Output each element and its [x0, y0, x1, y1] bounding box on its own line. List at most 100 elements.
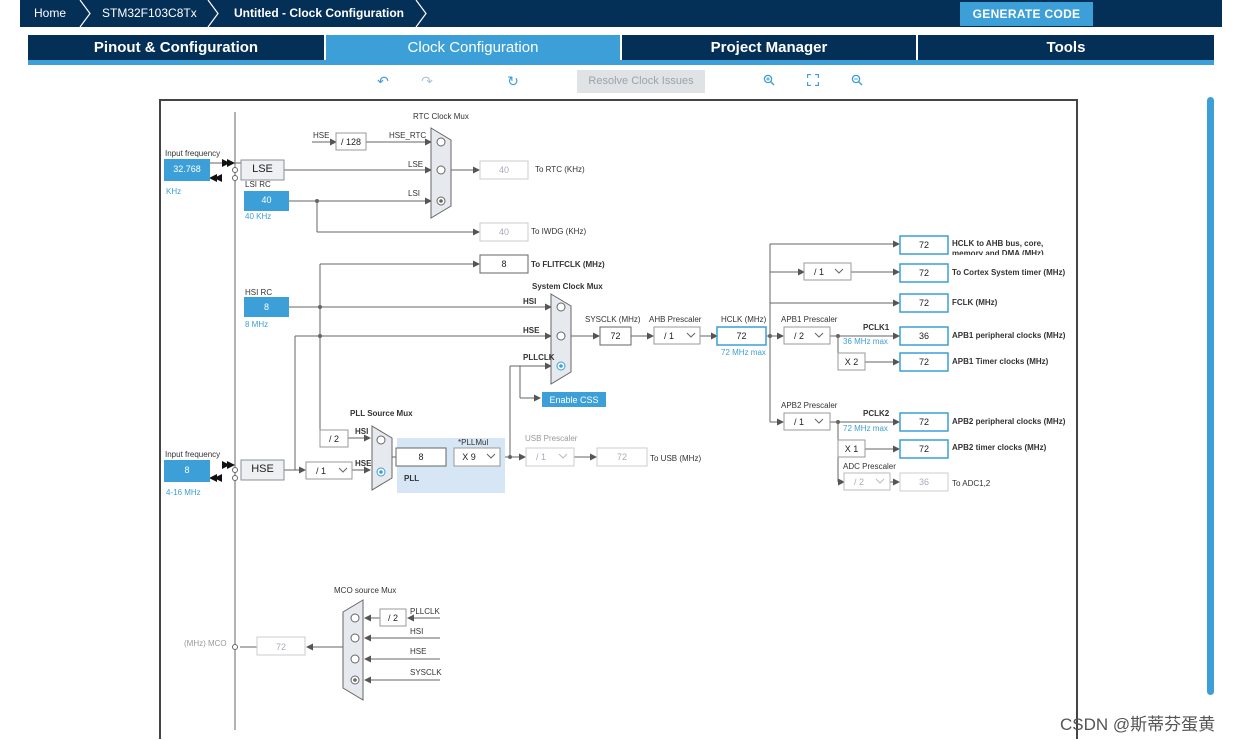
usb-output-label: To USB (MHz) — [650, 454, 702, 463]
iwdg-output: 40 — [498, 227, 509, 237]
usb-prescaler-select[interactable]: / 1 — [535, 452, 546, 462]
tab-tools[interactable]: Tools — [918, 35, 1214, 60]
hsi-value: 8 — [263, 302, 269, 312]
apb1-prescaler-select[interactable]: / 2 — [793, 331, 804, 341]
resolve-clock-issues-button[interactable]: Resolve Clock Issues — [577, 70, 705, 93]
hclk-note: 72 MHz max — [721, 348, 766, 357]
fclk-output: 72 — [918, 298, 929, 308]
adc-prescaler-select[interactable]: / 2 — [853, 477, 864, 487]
pll-source-mux-title: PLL Source Mux — [350, 409, 413, 418]
hse-title: Input frequency — [165, 450, 221, 459]
chevron-right-icon — [207, 0, 219, 27]
tab-pinout[interactable]: Pinout & Configuration — [28, 35, 324, 60]
flitf-output: 8 — [501, 259, 507, 269]
cortex-output-label: To Cortex System timer (MHz) — [952, 268, 1066, 277]
adc-prescaler-label: ADC Prescaler — [843, 462, 896, 471]
zoom-in-icon[interactable] — [760, 72, 778, 90]
mco-mux-title: MCO source Mux — [334, 586, 397, 595]
ahb-prescaler-select[interactable]: / 1 — [663, 331, 674, 341]
main-tabs: Pinout & Configuration Clock Configurati… — [28, 35, 1214, 60]
rtc-mux-title: RTC Clock Mux — [413, 112, 469, 121]
hse-unit: 4-16 MHz — [166, 488, 201, 497]
adc-output: 36 — [918, 477, 929, 487]
rtc-lsi: LSI — [408, 189, 421, 198]
adc-output-label: To ADC1,2 — [952, 479, 991, 488]
clock-tree-canvas — [159, 99, 1078, 739]
mco-output: 72 — [275, 642, 286, 652]
sysmux-hsi: HSI — [523, 297, 537, 306]
usb-output: 72 — [616, 452, 627, 462]
mco-hsi: HSI — [410, 627, 424, 636]
flitf-output-label: To FLITFCLK (MHz) — [531, 260, 605, 269]
rtc-hse-label: HSE — [313, 131, 330, 140]
sysclk-label: SYSCLK (MHz) — [585, 315, 641, 324]
apb1-periph-output: 36 — [918, 331, 929, 341]
lse-label: LSE — [252, 163, 273, 175]
vertical-scrollbar[interactable] — [1207, 97, 1214, 695]
mco-pllclk: PLLCLK — [410, 607, 440, 616]
apb2-periph-output: 72 — [918, 417, 929, 427]
pll-mul-select[interactable]: X 9 — [462, 452, 476, 462]
breadcrumb-home[interactable]: Home — [34, 6, 67, 20]
lsi-value: 40 — [261, 195, 272, 205]
breadcrumb-device[interactable]: STM32F103C8Tx — [102, 6, 197, 20]
lsi-unit: 40 KHz — [245, 212, 272, 221]
hclk-ahb-label: HCLK to AHB bus, core, memory and DMA (M… — [952, 239, 1044, 255]
mco-hse: HSE — [410, 647, 427, 656]
fit-screen-icon[interactable] — [804, 72, 822, 90]
sysclk-value: 72 — [610, 331, 621, 341]
rtc-hse-div: / 128 — [340, 137, 362, 147]
hsi-title: HSI RC — [245, 288, 273, 297]
chevron-right-icon — [415, 0, 427, 27]
pll-input-value: 8 — [418, 452, 424, 462]
fclk-output-label: FCLK (MHz) — [952, 298, 998, 307]
enable-css-button[interactable]: Enable CSS — [549, 395, 599, 405]
hsi-unit: 8 MHz — [245, 320, 269, 329]
tab-project-manager[interactable]: Project Manager — [622, 35, 916, 60]
hclk-input[interactable]: 72 — [736, 331, 747, 341]
lse-title: Input frequency — [165, 149, 221, 158]
pll-label: PLL — [404, 474, 420, 483]
zoom-out-icon[interactable] — [848, 72, 866, 90]
hse-input[interactable]: 8 — [184, 465, 190, 475]
apb1-timer-label: APB1 Timer clocks (MHz) — [952, 357, 1049, 366]
iwdg-output-label: To IWDG (KHz) — [531, 227, 587, 236]
apb2-timer-output: 72 — [918, 444, 929, 454]
apb2-note: 72 MHz max — [843, 424, 888, 433]
system-clock-mux-title: System Clock Mux — [532, 282, 603, 291]
mco-sysclk: SYSCLK — [410, 668, 442, 677]
undo-icon[interactable]: ↶ — [377, 73, 389, 89]
ahb-prescaler-label: AHB Prescaler — [649, 315, 702, 324]
apb2-timer-mult: X 1 — [844, 444, 859, 454]
rtc-hse-rtc: HSE_RTC — [389, 131, 427, 140]
pclk2-label: PCLK2 — [863, 409, 890, 418]
hse-prediv-select[interactable]: / 1 — [315, 466, 326, 476]
cortex-prescaler-select[interactable]: / 1 — [813, 267, 824, 277]
apb1-prescaler-label: APB1 Prescaler — [781, 315, 838, 324]
cortex-output: 72 — [918, 268, 929, 278]
refresh-icon[interactable]: ↻ — [507, 73, 519, 89]
hclk-label: HCLK (MHz) — [721, 315, 767, 324]
apb2-prescaler-label: APB2 Prescaler — [781, 401, 838, 410]
lse-input[interactable]: 32.768 — [173, 164, 201, 174]
sysmux-hse: HSE — [523, 326, 540, 335]
breadcrumb-current: Untitled - Clock Configuration — [234, 6, 404, 20]
sysmux-pllclk: PLLCLK — [523, 353, 555, 362]
lse-unit: KHz — [166, 187, 182, 196]
generate-code-button[interactable]: GENERATE CODE — [960, 2, 1093, 26]
apb1-timer-mult: X 2 — [844, 357, 859, 367]
chevron-right-icon — [79, 0, 91, 27]
apb2-periph-label: APB2 peripheral clocks (MHz) — [952, 417, 1066, 426]
mco-output-label: (MHz) MCO — [184, 639, 227, 648]
hclk-ahb-output: 72 — [918, 240, 929, 250]
apb2-timer-label: APB2 timer clocks (MHz) — [952, 443, 1047, 452]
hse-label: HSE — [251, 463, 274, 475]
breadcrumb-bar: Home STM32F103C8Tx Untitled - Clock Conf… — [20, 0, 1222, 27]
apb1-note: 36 MHz max — [843, 337, 888, 346]
redo-icon[interactable]: ↷ — [421, 73, 433, 89]
tab-clock-configuration[interactable]: Clock Configuration — [326, 35, 620, 60]
apb1-periph-label: APB1 peripheral clocks (MHz) — [952, 331, 1066, 340]
tab-underline — [28, 60, 1214, 65]
lsi-title: LSI RC — [245, 180, 271, 189]
apb2-prescaler-select[interactable]: / 1 — [793, 417, 804, 427]
